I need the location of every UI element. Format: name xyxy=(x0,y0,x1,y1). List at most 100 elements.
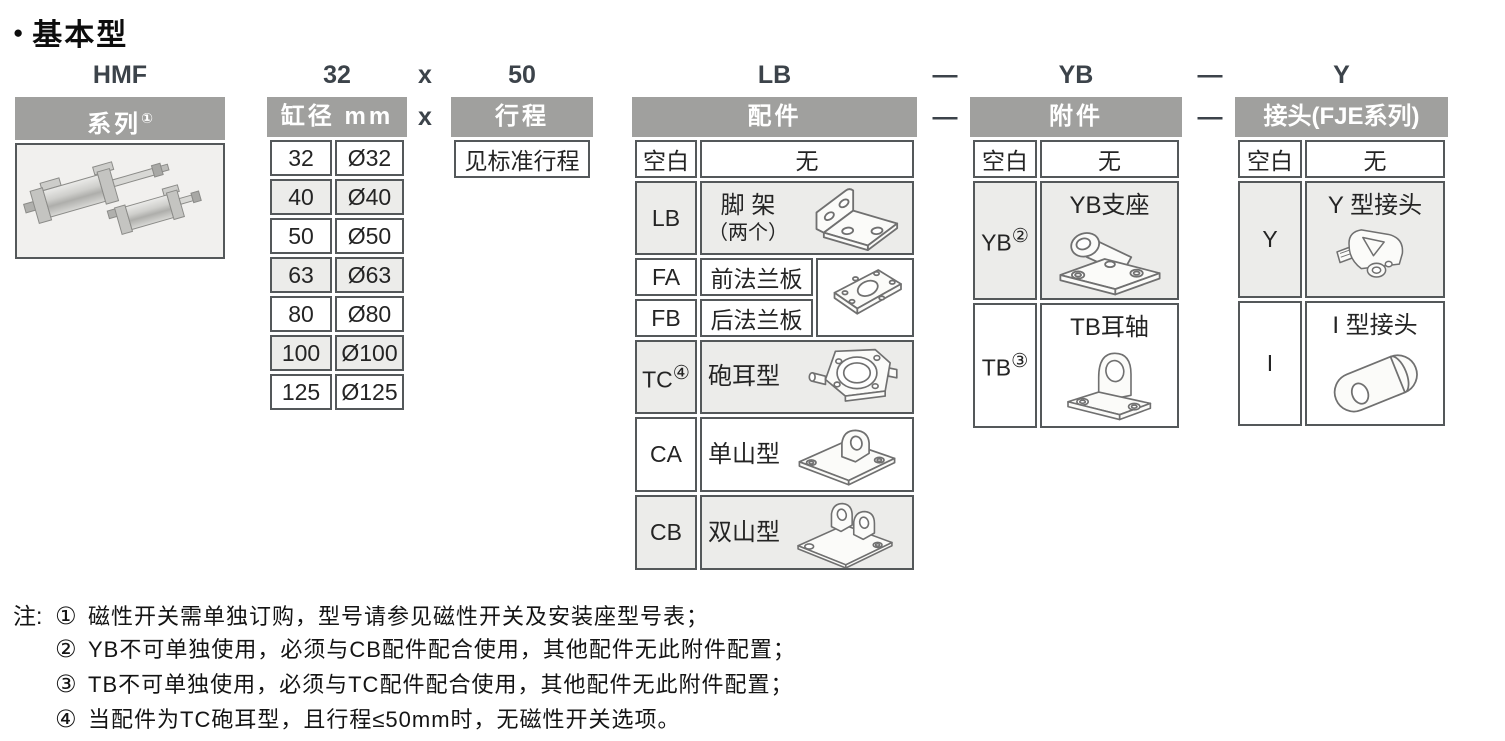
table-row: TC④ 砲耳型 xyxy=(635,340,914,414)
accessory-label: 双山型 xyxy=(708,518,780,546)
accessory-column: 配件 空白 无 LB 脚 架 （两个） xyxy=(632,97,917,573)
flange-plate-icon xyxy=(833,268,902,315)
code-series: HMF xyxy=(92,61,148,89)
note-text: 当配件为TC砲耳型，且行程≤50mm时，无磁性开关选项。 xyxy=(88,707,681,732)
note-number: ④ xyxy=(55,706,77,733)
note-line: ② YB不可单独使用，必须与CB配件配合使用，其他配件无此附件配置； xyxy=(13,632,796,667)
accessory-cell: 脚 架 （两个） xyxy=(700,181,914,255)
separator-times: x xyxy=(418,103,432,131)
code-stroke: 50 xyxy=(508,61,536,89)
table-row: FB 后法兰板 xyxy=(635,299,914,337)
stroke-column: 行程 见标准行程 xyxy=(451,97,593,181)
note-line: ④ 当配件为TC砲耳型，且行程≤50mm时，无磁性开关选项。 xyxy=(13,702,796,737)
bore-code: 125 xyxy=(270,374,332,410)
attachment-cell: TB耳轴 xyxy=(1040,303,1179,428)
table-row: CA 单山型 xyxy=(635,417,914,492)
accessory-label: 单山型 xyxy=(708,440,780,468)
bore-value: Ø40 xyxy=(335,179,404,215)
bore-value: Ø80 xyxy=(335,296,404,332)
attachment-code: YB② xyxy=(973,181,1037,300)
note-text: 磁性开关需单独订购，型号请参见磁性开关及安装座型号表； xyxy=(88,604,710,629)
table-row: YB② YB支座 xyxy=(973,181,1179,300)
bore-value: Ø125 xyxy=(335,374,404,410)
stroke-value: 见标准行程 xyxy=(454,140,590,178)
footnotes: 注: ① 磁性开关需单独订购，型号请参见磁性开关及安装座型号表； ② YB不可单… xyxy=(13,597,796,737)
table-row: CB 双山型 xyxy=(635,495,914,570)
accessory-code: FB xyxy=(635,299,697,337)
accessory-table: 空白 无 LB 脚 架 （两个） xyxy=(632,137,917,573)
code-dash-2: — xyxy=(1197,61,1223,89)
bore-code: 40 xyxy=(270,179,332,215)
separator-dash-1: — xyxy=(932,103,958,131)
joint-header: 接头(FJE系列) xyxy=(1235,97,1448,137)
double-clevis-icon xyxy=(797,502,893,568)
code-accessory: LB xyxy=(757,61,792,89)
accessory-label: 后法兰板 xyxy=(700,299,813,337)
trunnion-icon xyxy=(808,348,898,402)
attachment-label: YB支座 xyxy=(1069,192,1150,219)
stroke-header: 行程 xyxy=(451,97,593,137)
bore-code: 32 xyxy=(270,140,332,176)
table-row: LB 脚 架 （两个） xyxy=(635,181,914,255)
yb-mount-icon xyxy=(1058,232,1161,296)
page-title-text: 基本型 xyxy=(32,19,129,52)
table-row: FA 前法兰板 xyxy=(635,258,914,337)
attachment-table: 空白 无 YB② YB支座 xyxy=(970,137,1182,431)
bore-code: 63 xyxy=(270,257,332,293)
attachment-column: 附件 空白 无 YB② YB支座 xyxy=(970,97,1182,431)
joint-label: I 型接头 xyxy=(1332,312,1418,339)
attachment-label: 无 xyxy=(1040,140,1179,178)
joint-table: 空白 无 Y Y 型接头 xyxy=(1235,137,1448,429)
bore-value: Ø32 xyxy=(335,140,404,176)
accessory-label: 无 xyxy=(700,140,914,178)
accessory-code: TC④ xyxy=(635,340,697,414)
accessory-code-sup: ④ xyxy=(672,362,690,384)
note-text: TB不可单独使用，必须与TC配件配合使用，其他配件无此附件配置； xyxy=(88,672,794,697)
bore-value: Ø50 xyxy=(335,218,404,254)
attachment-cell: YB支座 xyxy=(1040,181,1179,300)
series-column: 系列① xyxy=(15,97,225,259)
table-row: 见标准行程 xyxy=(454,140,590,178)
code-times: x xyxy=(418,61,432,89)
bore-code: 100 xyxy=(270,335,332,371)
accessory-code: LB xyxy=(635,181,697,255)
foot-bracket-icon xyxy=(815,188,899,251)
attachment-code: TB③ xyxy=(973,303,1037,428)
bore-value: Ø100 xyxy=(335,335,404,371)
series-header-text: 系列 xyxy=(87,111,142,138)
accessory-header: 配件 xyxy=(632,97,917,137)
joint-code: 空白 xyxy=(1238,140,1302,178)
joint-column: 接头(FJE系列) 空白 无 Y Y 型接头 xyxy=(1235,97,1448,429)
i-joint-icon xyxy=(1333,354,1418,413)
accessory-cell: 砲耳型 xyxy=(700,340,914,414)
table-row: TB③ TB耳轴 xyxy=(973,303,1179,428)
series-header: 系列① xyxy=(15,97,225,140)
attachment-label: TB耳轴 xyxy=(1070,314,1149,341)
note-number: ① xyxy=(55,603,77,630)
accessory-cell xyxy=(816,258,914,337)
attachment-code: 空白 xyxy=(973,140,1037,178)
accessory-code: CB xyxy=(635,495,697,570)
note-number: ② xyxy=(55,636,77,663)
stroke-table: 见标准行程 xyxy=(451,137,593,181)
joint-label: Y 型接头 xyxy=(1327,192,1423,219)
cylinders-image xyxy=(15,143,225,259)
code-bore: 32 xyxy=(323,61,351,89)
accessory-cell: 双山型 xyxy=(700,495,914,570)
bore-code: 50 xyxy=(270,218,332,254)
accessory-label: 脚 架 xyxy=(720,191,776,219)
attachment-code-sup: ③ xyxy=(1011,351,1029,373)
tb-trunnion-icon xyxy=(1066,352,1151,421)
joint-code: Y xyxy=(1238,181,1302,298)
table-row: 空白 无 xyxy=(635,140,914,178)
bullet-icon: ● xyxy=(13,22,24,42)
joint-label: 无 xyxy=(1305,140,1445,178)
note-line: ③ TB不可单独使用，必须与TC配件配合使用，其他配件无此附件配置； xyxy=(13,667,796,702)
